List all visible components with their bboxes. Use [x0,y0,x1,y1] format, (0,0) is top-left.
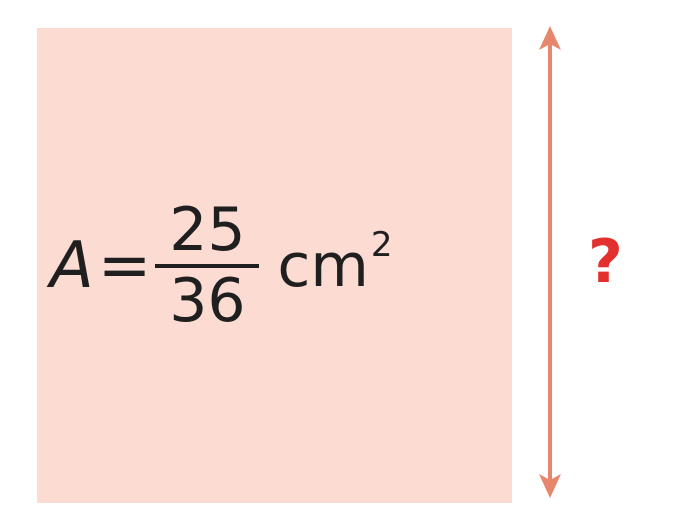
area-fraction: 25 36 [155,195,260,336]
fraction-numerator: 25 [169,195,246,265]
unit-exponent: 2 [370,225,393,265]
area-formula: A = 25 36 cm 2 [50,196,392,336]
arrow-head-top [539,26,561,50]
area-unit: cm 2 [277,228,392,301]
square-shape [37,28,512,503]
unit-base: cm [277,231,369,301]
fraction-bar [155,264,260,268]
equals-sign: = [97,229,152,303]
fraction-denominator: 36 [169,266,246,336]
double-arrow-icon [539,26,561,498]
arrow-head-bottom [539,474,561,498]
unknown-side-label: ? [588,227,623,297]
area-variable: A [50,229,94,303]
